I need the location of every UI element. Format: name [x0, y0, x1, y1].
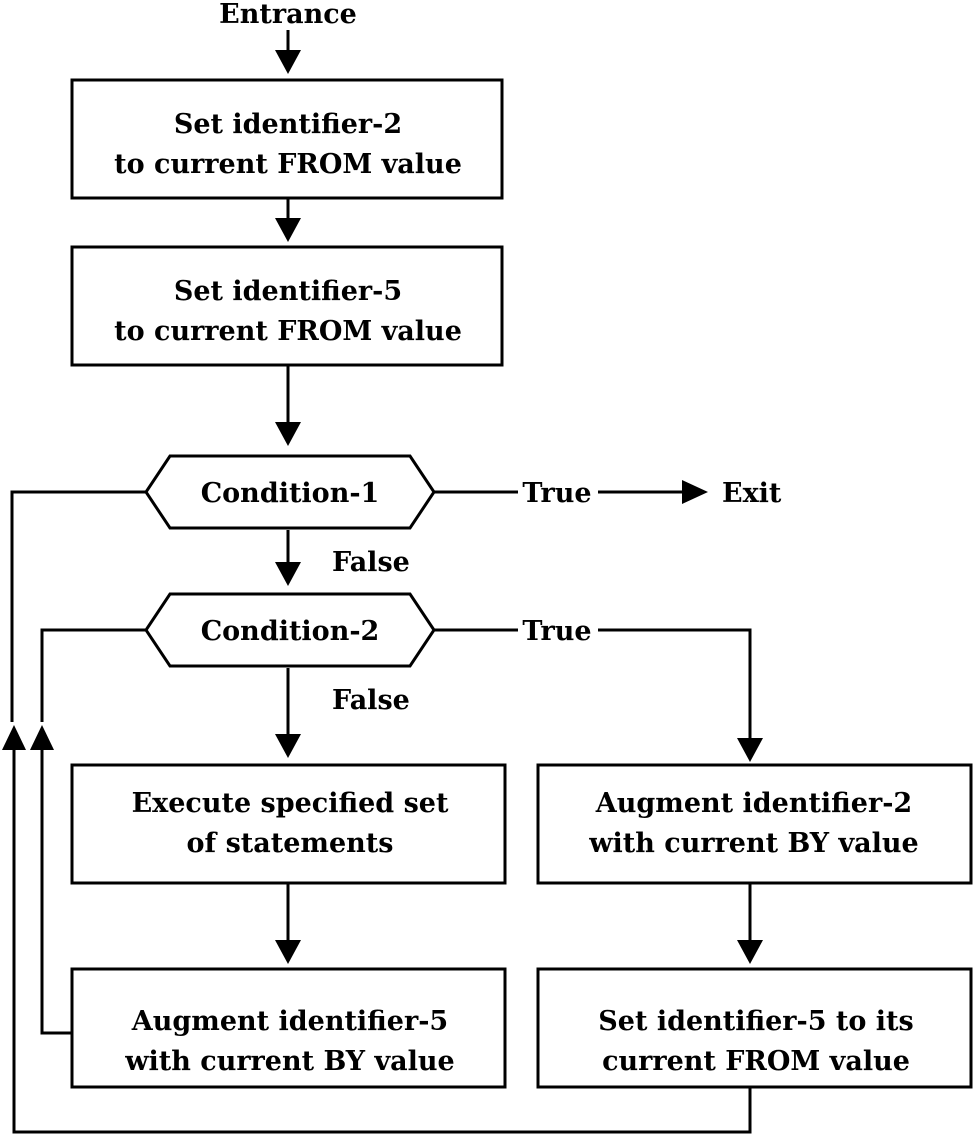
set-identifier-2-line1: Set identifier-2	[174, 109, 402, 140]
arrowhead-augment2	[737, 738, 763, 762]
arrowhead-condition1	[275, 422, 301, 446]
augment-identifier-5-box	[70, 967, 507, 1089]
arrowhead-inner-loop	[30, 725, 54, 750]
reset-identifier-5-line1: Set identifier-5 to its	[598, 1006, 913, 1037]
arrowhead-outer-loop	[2, 725, 26, 750]
outer-loop-top	[10, 490, 146, 722]
set-identifier-5-line2: to current FROM value	[114, 316, 462, 347]
arrowhead-execute	[275, 734, 301, 758]
augment-identifier-5-line2: with current BY value	[124, 1046, 454, 1077]
condition-2-true-path	[598, 628, 752, 742]
arrowhead-condition2	[275, 562, 301, 586]
exit-label: Exit	[722, 478, 782, 509]
augment-identifier-5-line1: Augment identifier-5	[131, 1006, 448, 1037]
arrowhead-exit	[682, 480, 708, 504]
augment-identifier-2-line2: with current BY value	[588, 828, 918, 859]
reset-identifier-5-line2: current FROM value	[602, 1046, 910, 1077]
augment-identifier-2-line1: Augment identifier-2	[595, 788, 912, 819]
arrowhead-box2	[275, 218, 301, 242]
condition-2-false-label: False	[332, 685, 410, 716]
arrowhead-entrance	[275, 50, 301, 74]
inner-loop-line	[40, 750, 72, 1035]
execute-statements-line2: of statements	[187, 828, 394, 859]
set-identifier-5-line1: Set identifier-5	[174, 276, 402, 307]
condition-1-label: Condition-1	[201, 478, 380, 509]
set-identifier-2-line2: to current FROM value	[114, 149, 462, 180]
set-identifier-5-box	[70, 245, 504, 367]
inner-loop-top	[40, 628, 146, 722]
condition-1-false-label: False	[332, 547, 410, 578]
arrowhead-augment5	[275, 940, 301, 964]
arrowhead-reset5	[737, 940, 763, 964]
outer-loop-line	[12, 750, 752, 1134]
execute-statements-box	[70, 763, 507, 885]
condition-1-true-label: True	[522, 478, 591, 509]
reset-identifier-5-box	[536, 967, 973, 1089]
entrance-label: Entrance	[219, 0, 357, 30]
augment-identifier-2-box	[536, 763, 973, 885]
condition-2-true-label: True	[522, 616, 591, 647]
condition-2-label: Condition-2	[201, 616, 380, 647]
execute-statements-line1: Execute specified set	[132, 788, 449, 819]
